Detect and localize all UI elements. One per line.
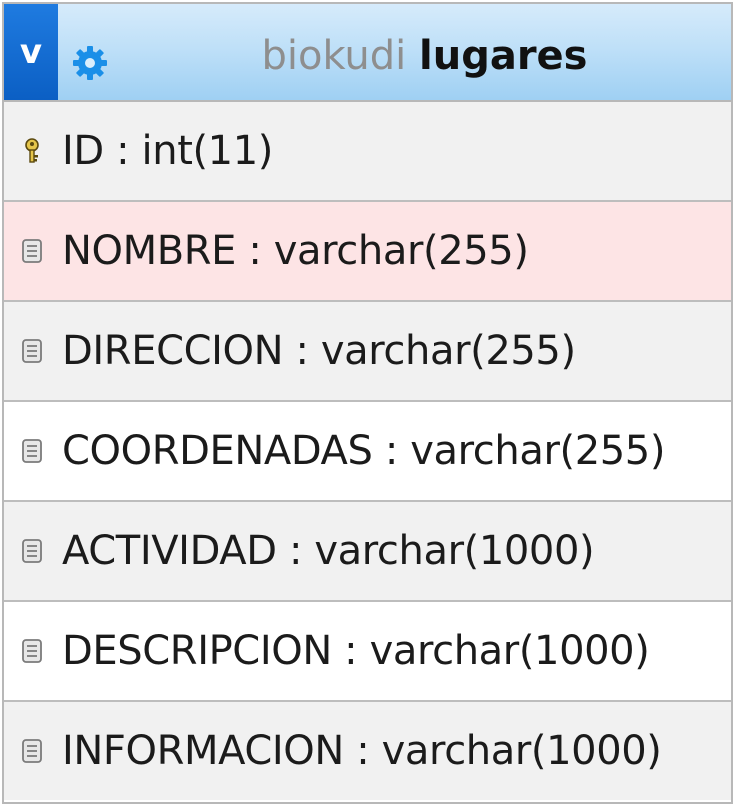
column-type: varchar(1000) [369, 628, 650, 674]
column-definition: COORDENADAS : varchar(255) [62, 428, 665, 474]
column-row-actividad[interactable]: ACTIVIDAD : varchar(1000) [4, 502, 731, 602]
column-row-direccion[interactable]: DIRECCION : varchar(255) [4, 302, 731, 402]
column-separator: : [343, 728, 382, 774]
column-name: DIRECCION [62, 328, 284, 374]
column-type: varchar(1000) [314, 528, 595, 574]
column-type: varchar(1000) [381, 728, 662, 774]
column-name: ID [62, 128, 104, 174]
column-name: NOMBRE [62, 228, 237, 274]
column-definition: NOMBRE : varchar(255) [62, 228, 529, 274]
column-icon [22, 239, 42, 263]
column-separator: : [372, 428, 411, 474]
column-row-informacion[interactable]: INFORMACION : varchar(1000) [4, 702, 731, 800]
column-separator: : [236, 228, 274, 274]
column-type: varchar(255) [273, 228, 529, 274]
view-toggle-button[interactable]: v [4, 4, 58, 100]
column-name: DESCRIPCION [62, 628, 332, 674]
column-name: INFORMACION [62, 728, 344, 774]
column-definition: ID : int(11) [62, 128, 273, 174]
column-list: ID : int(11)NOMBRE : varchar(255)DIRECCI… [4, 102, 731, 800]
table-title: biokudi lugares [124, 4, 725, 100]
column-definition: DIRECCION : varchar(255) [62, 328, 576, 374]
column-definition: DESCRIPCION : varchar(1000) [62, 628, 650, 674]
column-name: COORDENADAS [62, 428, 373, 474]
key-icon [25, 138, 39, 163]
column-name: ACTIVIDAD [62, 528, 277, 574]
column-separator: : [283, 328, 321, 374]
column-separator: : [103, 128, 142, 174]
table-header: v biokudi lugares [4, 4, 731, 102]
column-row-descripcion[interactable]: DESCRIPCION : varchar(1000) [4, 602, 731, 702]
gear-icon[interactable] [70, 43, 110, 83]
column-separator: : [276, 528, 315, 574]
column-row-id[interactable]: ID : int(11) [4, 102, 731, 202]
column-row-nombre[interactable]: NOMBRE : varchar(255) [4, 202, 731, 302]
column-type: int(11) [141, 128, 274, 174]
column-row-coordenadas[interactable]: COORDENADAS : varchar(255) [4, 402, 731, 502]
column-icon [22, 539, 42, 563]
table-name[interactable]: lugares [419, 33, 588, 79]
column-type: varchar(255) [410, 428, 666, 474]
column-definition: INFORMACION : varchar(1000) [62, 728, 662, 774]
column-separator: : [331, 628, 370, 674]
column-definition: ACTIVIDAD : varchar(1000) [62, 528, 595, 574]
column-icon [22, 439, 42, 463]
column-icon [22, 339, 42, 363]
column-icon [22, 739, 42, 763]
column-icon [22, 639, 42, 663]
column-type: varchar(255) [320, 328, 576, 374]
database-name: biokudi [261, 33, 407, 79]
